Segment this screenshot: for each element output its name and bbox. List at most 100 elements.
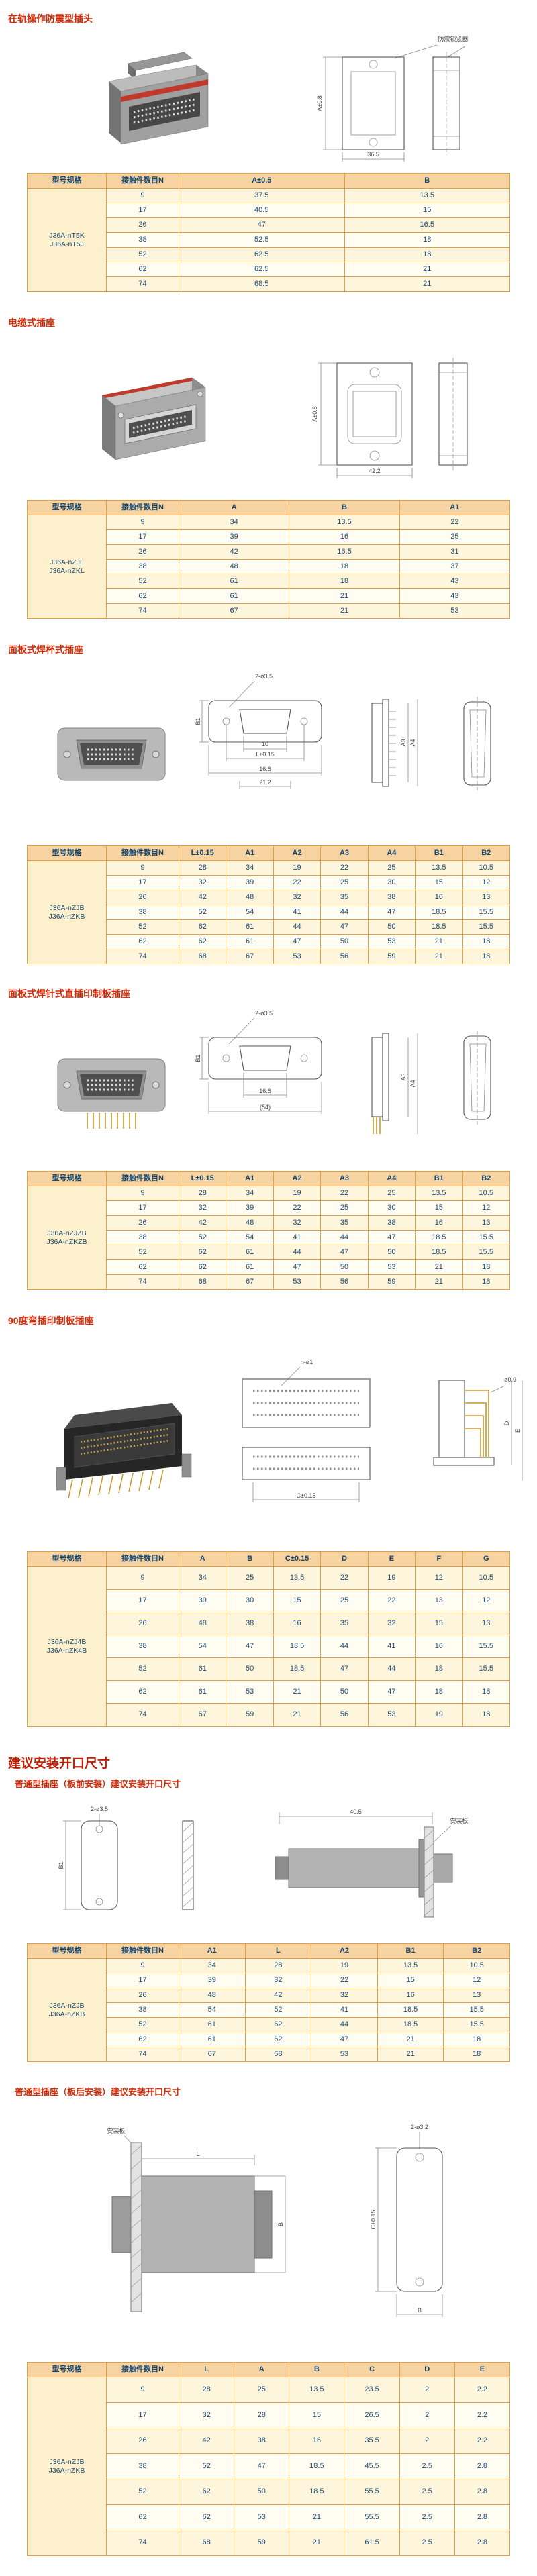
panel-socket-front-view: 2-ø3.5 B1 L±0.15 16.6 21.2 10 bbox=[195, 673, 322, 789]
col-dim-header: A bbox=[178, 500, 290, 515]
table-cell: 22 bbox=[311, 1973, 378, 1988]
table-cell: 19 bbox=[273, 860, 322, 876]
table-cell: 47 bbox=[273, 1259, 322, 1275]
table-cell: 18 bbox=[415, 1680, 463, 1704]
table-cell: 26 bbox=[106, 217, 179, 233]
dim-label-a3: A3 bbox=[400, 739, 407, 746]
table-cell: 44 bbox=[320, 905, 369, 920]
panel-socket-3d-render bbox=[57, 727, 166, 781]
table-cell: 62 bbox=[106, 588, 179, 604]
table-cell: 54 bbox=[226, 905, 274, 920]
table-cell: 35 bbox=[320, 1215, 369, 1231]
model-name: J36A-nZJB bbox=[49, 2001, 85, 2010]
right-angle-side-view: ø0.9 D E bbox=[433, 1376, 523, 1481]
table-cell: 17 bbox=[106, 2402, 179, 2428]
table-cell: 25 bbox=[399, 529, 511, 545]
model-name: J36A-nZJB bbox=[49, 903, 85, 912]
mounting-panel-label: 安装板 bbox=[107, 2127, 125, 2134]
table-cell: 39 bbox=[226, 1200, 274, 1216]
table-cell: 18 bbox=[462, 1680, 511, 1704]
table-cell: 15.5 bbox=[443, 2002, 510, 2018]
section5-figures: n-ø1 C±0.15 ø0.9 D E bbox=[0, 1331, 537, 1546]
table-cell: 12 bbox=[462, 1589, 511, 1612]
table-cell: 47 bbox=[226, 1635, 274, 1658]
plug-render-shapes bbox=[108, 52, 209, 145]
table-cell: 43 bbox=[399, 588, 511, 604]
table-cell: 21 bbox=[273, 1703, 322, 1727]
table-cell: 67 bbox=[179, 2047, 246, 2062]
table-cell: 17 bbox=[106, 875, 179, 890]
panel-socket-side-view: A3 A4 bbox=[371, 699, 418, 787]
model-name: J36A-nZJL bbox=[50, 558, 84, 566]
table-cell: 50 bbox=[226, 1657, 274, 1681]
table-cell: 62 bbox=[106, 934, 179, 949]
wire-dia-label: ø0.9 bbox=[504, 1376, 516, 1383]
table-cell: 62 bbox=[106, 2032, 179, 2047]
table-cell: 18.5 bbox=[415, 1245, 463, 1260]
section2-heading: 电缆式插座 bbox=[8, 317, 55, 328]
table-cell: 30 bbox=[226, 1589, 274, 1612]
cable-socket-render-shapes bbox=[101, 377, 206, 460]
dim-label-width: 42.2 bbox=[369, 468, 381, 474]
col-model-header: 型号规格 bbox=[27, 173, 107, 189]
table-cell: 16 bbox=[289, 529, 400, 545]
table-cell: 16 bbox=[377, 1988, 444, 2003]
table-cell: 47 bbox=[311, 2032, 378, 2047]
table-cell: 68.5 bbox=[179, 276, 345, 292]
table-cell: 18.5 bbox=[377, 2017, 444, 2032]
table-cell: 53 bbox=[367, 1259, 416, 1275]
col-contacts-header: 接触件数目N bbox=[106, 1171, 179, 1186]
table-cell: 62 bbox=[178, 1259, 227, 1275]
table-cell: 61 bbox=[178, 1657, 227, 1681]
table-cell: 9 bbox=[106, 188, 179, 203]
table-cell: 74 bbox=[106, 2530, 179, 2556]
table-cell: 15.5 bbox=[462, 1657, 511, 1681]
table-cell: 9 bbox=[106, 1566, 179, 1590]
front-mount-opening-shapes bbox=[63, 1813, 118, 1910]
col-model-header: 型号规格 bbox=[27, 2362, 107, 2377]
table-cell: 62 bbox=[178, 2479, 235, 2505]
table-cell: 13.5 bbox=[289, 2377, 345, 2403]
table-cell: 38 bbox=[367, 890, 416, 905]
table-cell: 42 bbox=[178, 1215, 227, 1231]
table-cell: 18 bbox=[462, 1703, 511, 1727]
table-cell: 43 bbox=[399, 574, 511, 589]
col-dim-header: B bbox=[344, 173, 510, 189]
table-cell: 54 bbox=[178, 1635, 227, 1658]
table-cell: 15 bbox=[415, 875, 463, 890]
cable-socket-drawing-shapes bbox=[318, 358, 468, 478]
table-cell: 38 bbox=[367, 1215, 416, 1231]
col-dim-header: B bbox=[289, 2362, 345, 2377]
table-cell: 47 bbox=[320, 919, 369, 935]
table-cell: 21 bbox=[415, 1259, 463, 1275]
table-cell: 19 bbox=[311, 1958, 378, 1973]
col-dim-header: A1 bbox=[226, 1171, 274, 1186]
cable-socket-3d-render bbox=[101, 377, 206, 460]
table-cell: 67 bbox=[226, 949, 274, 964]
table-cell: 28 bbox=[178, 1186, 227, 1201]
table-cell: 50 bbox=[320, 1680, 369, 1704]
table-cell: 52 bbox=[106, 919, 179, 935]
table-cell: 47 bbox=[234, 2453, 290, 2479]
table-cell: 21 bbox=[377, 2047, 444, 2062]
table-cell: 2.5 bbox=[399, 2504, 455, 2530]
table-cell: 15 bbox=[415, 1612, 463, 1635]
col-model-header: 型号规格 bbox=[27, 1943, 107, 1959]
col-dim-header: B2 bbox=[462, 1171, 511, 1186]
table-cell: 19 bbox=[273, 1186, 322, 1201]
table-cell: 38 bbox=[106, 559, 179, 574]
